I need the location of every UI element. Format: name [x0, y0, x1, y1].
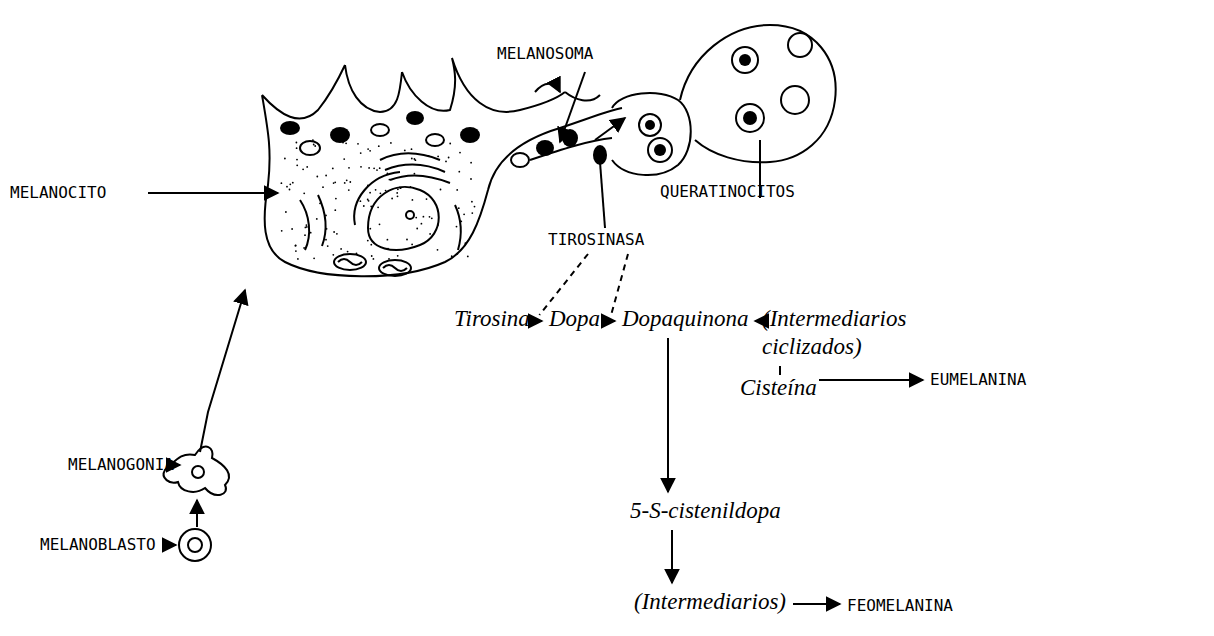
step-text: FEOMELANINA — [845, 592, 955, 620]
pathway-step: Dopaquinona — [620, 305, 751, 333]
pathway-step: Tirosina — [452, 305, 532, 333]
melanoblast-cell — [179, 529, 211, 561]
step-text: EUMELANINA — [928, 366, 1028, 394]
pathway-step: EUMELANINA — [928, 366, 1028, 394]
reaction-arrow — [667, 338, 669, 492]
keratinocyte — [680, 25, 836, 162]
reaction-arrow — [607, 320, 615, 322]
reaction-arrow — [537, 320, 542, 322]
step-text: Dopa — [547, 305, 602, 333]
edge-label: Cisteína — [738, 375, 819, 401]
reaction-arrow — [671, 530, 673, 583]
part-label: MELANOCITO — [10, 183, 106, 203]
step-text: (Intermediarios ciclizados) — [760, 305, 914, 361]
keratinocyte — [612, 93, 691, 175]
enzyme-leader — [539, 254, 588, 315]
reaction-arrow — [793, 603, 840, 605]
pathway-step: 5-S-cistenildopa — [628, 497, 783, 525]
pathway-step: (Intermediarios) — [632, 588, 788, 616]
pathway-step: (Intermediarios ciclizados) — [760, 305, 914, 361]
step-text: (Intermediarios) — [632, 588, 788, 616]
part-label: QUERATINOCITOS — [660, 182, 795, 202]
part-label: MELANOGONIA — [68, 455, 174, 475]
part-label: TIROSINASA — [548, 230, 644, 250]
pathway-step: FEOMELANINA — [845, 592, 955, 620]
enzyme-leader — [611, 254, 628, 315]
reaction-arrow — [754, 320, 757, 322]
step-text: Tirosina — [452, 305, 532, 333]
step-text: 5-S-cistenildopa — [628, 497, 783, 525]
part-label: MELANOSOMA — [497, 44, 593, 64]
step-text: Dopaquinona — [620, 305, 751, 333]
part-label: MELANOBLASTO — [40, 535, 156, 555]
pathway-step: Dopa — [547, 305, 602, 333]
